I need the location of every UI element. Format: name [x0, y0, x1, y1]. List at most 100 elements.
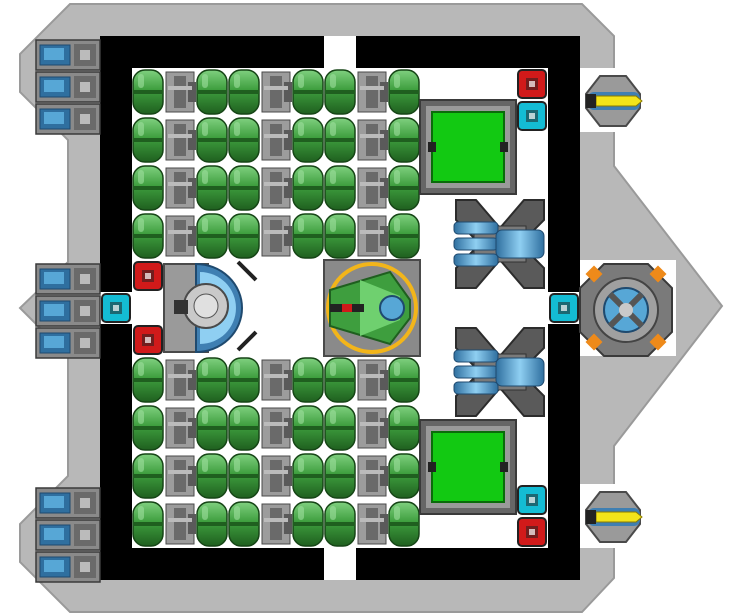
fuel-tank-icon[interactable] [292, 453, 324, 499]
fuel-tank-icon[interactable] [357, 503, 388, 545]
triple-cannon-icon[interactable] [453, 327, 545, 417]
fuel-tank-icon[interactable] [292, 69, 324, 115]
fuel-tank-icon[interactable] [132, 213, 164, 259]
fuel-tank-icon[interactable] [292, 405, 324, 451]
fuel-tank-icon[interactable] [132, 357, 164, 403]
fuel-tank-icon[interactable] [357, 167, 388, 209]
connector-node-icon[interactable] [517, 101, 547, 131]
fuel-tank-icon[interactable] [261, 167, 292, 209]
thruster-pod-icon[interactable] [35, 327, 101, 359]
fuel-tank-icon[interactable] [196, 213, 228, 259]
fuel-tank-icon[interactable] [388, 69, 420, 115]
fuel-tank-icon[interactable] [388, 405, 420, 451]
fuel-tank-icon[interactable] [165, 215, 196, 257]
fuel-tank-icon[interactable] [196, 69, 228, 115]
connector-node-icon[interactable] [133, 261, 163, 291]
fuel-tank-icon[interactable] [228, 117, 260, 163]
fuel-tank-icon[interactable] [196, 405, 228, 451]
fuel-tank-icon[interactable] [324, 165, 356, 211]
fuel-tank-icon[interactable] [132, 453, 164, 499]
connector-node-icon[interactable] [101, 293, 131, 323]
reactor-core-icon[interactable] [579, 263, 673, 357]
fuel-tank-icon[interactable] [261, 455, 292, 497]
fuel-tank-icon[interactable] [165, 359, 196, 401]
fuel-tank-icon[interactable] [132, 501, 164, 547]
fuel-tank-icon[interactable] [228, 501, 260, 547]
fuel-tank-icon[interactable] [388, 357, 420, 403]
fuel-tank-icon[interactable] [261, 119, 292, 161]
fuel-tank-icon[interactable] [292, 117, 324, 163]
fuel-tank-icon[interactable] [324, 69, 356, 115]
fuel-tank-icon[interactable] [324, 357, 356, 403]
thruster-pod-icon[interactable] [35, 487, 101, 519]
engine-icon[interactable] [585, 75, 643, 127]
fuel-tank-icon[interactable] [324, 405, 356, 451]
fuel-tank-icon[interactable] [165, 407, 196, 449]
fuel-tank-icon[interactable] [261, 359, 292, 401]
fuel-tank-icon[interactable] [388, 165, 420, 211]
thruster-pod-icon[interactable] [35, 39, 101, 71]
connector-node-icon[interactable] [549, 293, 579, 323]
fuel-tank-icon[interactable] [261, 215, 292, 257]
fuel-tank-icon[interactable] [228, 69, 260, 115]
fuel-tank-icon[interactable] [165, 455, 196, 497]
fuel-tank-icon[interactable] [132, 69, 164, 115]
monitor-screen-icon[interactable] [419, 99, 517, 195]
shield-generator-icon[interactable] [163, 260, 258, 354]
fuel-tank-icon[interactable] [388, 501, 420, 547]
fuel-tank-icon[interactable] [357, 407, 388, 449]
fuel-tank-icon[interactable] [388, 453, 420, 499]
fuel-tank-icon[interactable] [292, 213, 324, 259]
fuel-tank-icon[interactable] [357, 359, 388, 401]
fuel-tank-icon[interactable] [165, 167, 196, 209]
fuel-tank-icon[interactable] [165, 71, 196, 113]
fuel-tank-icon[interactable] [357, 71, 388, 113]
connector-node-icon[interactable] [517, 69, 547, 99]
fuel-tank-icon[interactable] [324, 501, 356, 547]
fuel-tank-icon[interactable] [132, 117, 164, 163]
fuel-tank-icon[interactable] [196, 165, 228, 211]
fuel-tank-icon[interactable] [196, 453, 228, 499]
bottom-corridor [324, 548, 356, 580]
thruster-pod-icon[interactable] [35, 263, 101, 295]
connector-node-icon[interactable] [517, 517, 547, 547]
fuel-tank-icon[interactable] [228, 165, 260, 211]
thruster-pod-icon[interactable] [35, 295, 101, 327]
fuel-tank-icon[interactable] [228, 453, 260, 499]
connector-node-icon[interactable] [517, 485, 547, 515]
fuel-tank-icon[interactable] [357, 455, 388, 497]
fuel-tank-icon[interactable] [388, 117, 420, 163]
triple-cannon-icon[interactable] [453, 199, 545, 289]
connector-node-icon[interactable] [133, 325, 163, 355]
fuel-tank-icon[interactable] [324, 213, 356, 259]
engine-icon[interactable] [585, 491, 643, 543]
thruster-pod-icon[interactable] [35, 71, 101, 103]
fuel-tank-icon[interactable] [165, 503, 196, 545]
thruster-pod-icon[interactable] [35, 551, 101, 583]
fuel-tank-icon[interactable] [324, 453, 356, 499]
fuel-tank-icon[interactable] [228, 357, 260, 403]
thruster-pod-icon[interactable] [35, 519, 101, 551]
fuel-tank-icon[interactable] [324, 117, 356, 163]
fuel-tank-icon[interactable] [196, 117, 228, 163]
fuel-tank-icon[interactable] [228, 213, 260, 259]
fuel-tank-icon[interactable] [292, 165, 324, 211]
fuel-tank-icon[interactable] [261, 503, 292, 545]
thruster-pod-icon[interactable] [35, 103, 101, 135]
fuel-tank-icon[interactable] [261, 71, 292, 113]
fuel-tank-icon[interactable] [261, 407, 292, 449]
fuel-tank-icon[interactable] [292, 501, 324, 547]
monitor-screen-icon[interactable] [419, 419, 517, 515]
fuel-tank-icon[interactable] [165, 119, 196, 161]
fuel-tank-icon[interactable] [292, 357, 324, 403]
fuel-tank-icon[interactable] [388, 213, 420, 259]
fuel-tank-icon[interactable] [228, 405, 260, 451]
fuel-tank-icon[interactable] [132, 165, 164, 211]
fuel-tank-icon[interactable] [196, 501, 228, 547]
fuel-tank-icon[interactable] [357, 119, 388, 161]
fuel-tank-icon[interactable] [196, 357, 228, 403]
fuel-tank-icon[interactable] [132, 405, 164, 451]
fuel-tank-icon[interactable] [357, 215, 388, 257]
command-core-icon[interactable] [323, 259, 421, 357]
